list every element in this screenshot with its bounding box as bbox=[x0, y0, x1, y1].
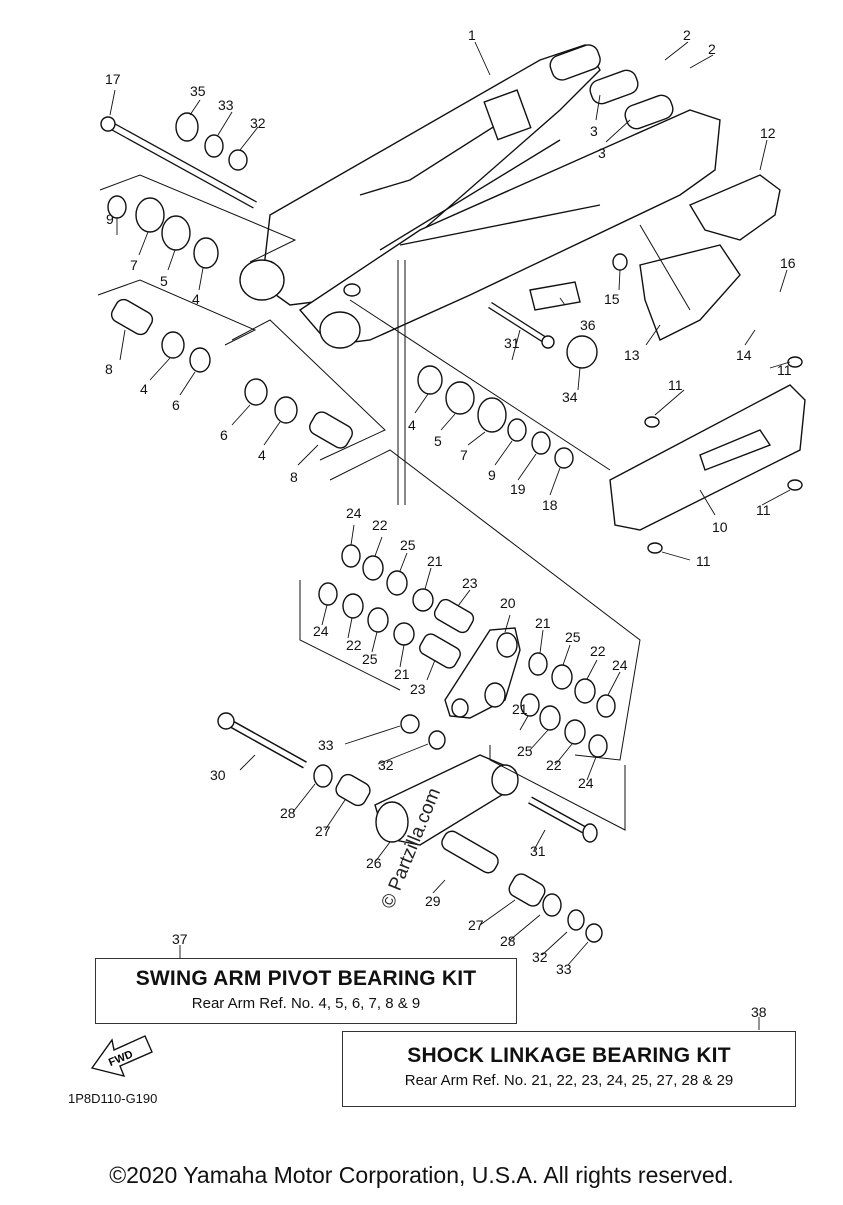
callout-32: 32 bbox=[250, 115, 266, 131]
kit-ref-swing-arm: 37 bbox=[172, 931, 188, 947]
callout-30: 30 bbox=[210, 767, 226, 783]
callout-29: 29 bbox=[425, 893, 441, 909]
callout-33: 33 bbox=[556, 961, 572, 977]
callout-34: 34 bbox=[562, 389, 578, 405]
leader-lines bbox=[109, 41, 791, 1030]
kit-title: SWING ARM PIVOT BEARING KIT bbox=[135, 967, 477, 990]
callout-32: 32 bbox=[532, 949, 548, 965]
callout-17: 17 bbox=[105, 71, 121, 87]
callout-32: 32 bbox=[378, 757, 394, 773]
callout-21: 21 bbox=[394, 666, 410, 682]
connecting-rod-part[interactable] bbox=[374, 754, 519, 846]
callout-23: 23 bbox=[462, 575, 478, 591]
callout-26: 26 bbox=[366, 855, 382, 871]
callout-35: 35 bbox=[190, 83, 206, 99]
callout-33: 33 bbox=[218, 97, 234, 113]
swing-arm-bearing-kit[interactable]: SWING ARM PIVOT BEARING KIT Rear Arm Ref… bbox=[95, 958, 517, 1024]
callout-12: 12 bbox=[760, 125, 776, 141]
diagram-code: 1P8D110-G190 bbox=[68, 1091, 158, 1106]
callout-23: 23 bbox=[410, 681, 426, 697]
pivot-shaft-part[interactable] bbox=[100, 116, 257, 209]
callout-28: 28 bbox=[500, 933, 516, 949]
callout-10: 10 bbox=[712, 519, 728, 535]
callout-22: 22 bbox=[590, 643, 606, 659]
callout-11: 11 bbox=[668, 377, 683, 393]
callout-25: 25 bbox=[517, 743, 533, 759]
callout-11: 11 bbox=[756, 502, 771, 518]
callout-3: 3 bbox=[590, 123, 598, 139]
callout-2: 2 bbox=[683, 27, 691, 43]
callout-4: 4 bbox=[192, 291, 200, 307]
shock-linkage-bearing-kit[interactable]: SHOCK LINKAGE BEARING KIT Rear Arm Ref. … bbox=[342, 1031, 796, 1107]
callout-4: 4 bbox=[140, 381, 148, 397]
callout-21: 21 bbox=[535, 615, 551, 631]
callout-6: 6 bbox=[220, 427, 228, 443]
callout-21: 21 bbox=[512, 701, 528, 717]
callout-25: 25 bbox=[362, 651, 378, 667]
callout-27: 27 bbox=[315, 823, 331, 839]
callout-36: 36 bbox=[580, 317, 596, 333]
callout-33: 33 bbox=[318, 737, 334, 753]
callout-11: 11 bbox=[696, 553, 711, 569]
chain-slider-part[interactable] bbox=[609, 384, 806, 531]
callout-25: 25 bbox=[400, 537, 416, 553]
callout-6: 6 bbox=[172, 397, 180, 413]
bolt-30-part[interactable] bbox=[217, 712, 307, 769]
callout-24: 24 bbox=[578, 775, 594, 791]
bearing-parts[interactable] bbox=[107, 112, 803, 554]
chain-guide-part[interactable] bbox=[688, 174, 781, 241]
callout-20: 20 bbox=[500, 595, 516, 611]
callout-5: 5 bbox=[434, 433, 442, 449]
callout-31: 31 bbox=[504, 335, 520, 351]
callout-24: 24 bbox=[313, 623, 329, 639]
callout-24: 24 bbox=[346, 505, 362, 521]
callout-9: 9 bbox=[488, 467, 496, 483]
relay-arm-part[interactable] bbox=[444, 627, 521, 719]
callout-22: 22 bbox=[372, 517, 388, 533]
fwd-arrow-icon: FWD bbox=[90, 1035, 153, 1078]
callout-28: 28 bbox=[280, 805, 296, 821]
callout-1: 1 bbox=[468, 27, 476, 43]
callout-18: 18 bbox=[542, 497, 558, 513]
callout-11: 11 bbox=[777, 362, 792, 378]
callout-16: 16 bbox=[780, 255, 796, 271]
kit-ref-shock-linkage: 38 bbox=[751, 1004, 767, 1020]
callout-5: 5 bbox=[160, 273, 168, 289]
callout-8: 8 bbox=[290, 469, 298, 485]
kit-subtitle: Rear Arm Ref. No. 4, 5, 6, 7, 8 & 9 bbox=[191, 995, 421, 1012]
callout-9: 9 bbox=[106, 211, 114, 227]
linkage-bearing-parts[interactable] bbox=[313, 544, 616, 943]
kit-subtitle: Rear Arm Ref. No. 21, 22, 23, 24, 25, 27… bbox=[404, 1072, 734, 1089]
callout-31: 31 bbox=[530, 843, 546, 859]
callout-24: 24 bbox=[612, 657, 628, 673]
callout-27: 27 bbox=[468, 917, 484, 933]
bolt-31b-part[interactable] bbox=[528, 796, 598, 843]
callout-22: 22 bbox=[346, 637, 362, 653]
callout-4: 4 bbox=[408, 417, 416, 433]
callout-8: 8 bbox=[105, 361, 113, 377]
swing-arm-part[interactable] bbox=[239, 42, 721, 349]
callout-7: 7 bbox=[130, 257, 138, 273]
callout-2: 2 bbox=[708, 41, 716, 57]
kit-title: SHOCK LINKAGE BEARING KIT bbox=[407, 1044, 731, 1067]
callout-21: 21 bbox=[427, 553, 443, 569]
callout-3: 3 bbox=[598, 145, 606, 161]
callout-15: 15 bbox=[604, 291, 620, 307]
callout-19: 19 bbox=[510, 481, 526, 497]
callout-25: 25 bbox=[565, 629, 581, 645]
callout-22: 22 bbox=[546, 757, 562, 773]
callout-7: 7 bbox=[460, 447, 468, 463]
group-frames bbox=[97, 174, 691, 831]
callout-14: 14 bbox=[736, 347, 752, 363]
callout-4: 4 bbox=[258, 447, 266, 463]
callout-13: 13 bbox=[624, 347, 640, 363]
guide-bracket-part[interactable] bbox=[639, 244, 741, 341]
copyright-notice: ©2020 Yamaha Motor Corporation, U.S.A. A… bbox=[109, 1162, 734, 1188]
bolt-31-part[interactable] bbox=[488, 302, 555, 349]
